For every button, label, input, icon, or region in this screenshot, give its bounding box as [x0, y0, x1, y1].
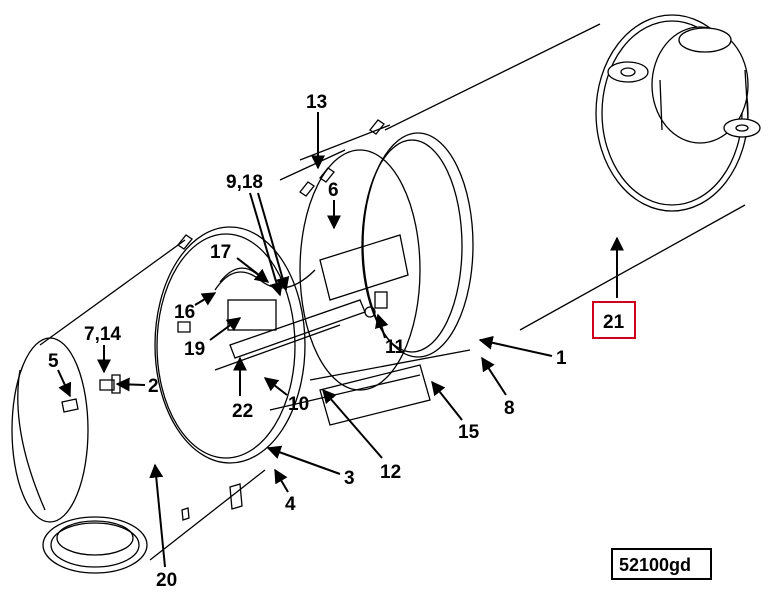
callout-16: 16	[174, 302, 195, 323]
front-flange-ring	[154, 226, 306, 464]
callout-15: 15	[458, 422, 480, 443]
outlet-pipe	[651, 26, 749, 144]
callout-21-highlight-box	[592, 301, 636, 339]
callout-17: 17	[210, 242, 231, 263]
callout-5: 5	[48, 351, 59, 372]
callout-22: 22	[232, 401, 253, 422]
callout-21: 21	[603, 312, 625, 333]
front-body-outline	[39, 239, 266, 561]
callout-6: 6	[328, 180, 339, 201]
callout-4: 4	[285, 494, 296, 515]
clamp-band-mid	[299, 149, 421, 391]
callout-3: 3	[344, 468, 355, 489]
clamp-band-front	[362, 132, 474, 358]
sensor-bracket	[227, 299, 277, 331]
callout-8: 8	[504, 398, 515, 419]
figure-reference: 52100gd	[611, 548, 712, 580]
callout-13: 13	[306, 92, 327, 113]
callout-labels: 13 6 9,18 17 16 19 22 10 11 1 8 15 12 3 …	[48, 92, 636, 591]
callout-11: 11	[385, 337, 406, 358]
fitting-2	[99, 374, 121, 394]
callout-12: 12	[380, 462, 401, 483]
fitting-16	[177, 321, 191, 333]
rear-body-outline	[384, 23, 746, 331]
callout-1: 1	[556, 348, 567, 369]
callout-10: 10	[288, 394, 309, 415]
callout-20: 20	[156, 570, 177, 591]
callout-9-18: 9,18	[226, 172, 263, 193]
figure-reference-code: 52100gd	[619, 555, 691, 575]
fitting-5	[61, 398, 79, 413]
callout-7-14: 7,14	[84, 324, 121, 345]
stud-4	[229, 483, 243, 510]
muffler-assembly-drawing	[11, 14, 761, 574]
front-end-cap	[11, 337, 89, 523]
callout-arrows	[57, 112, 624, 568]
inlet-pipe	[42, 516, 148, 574]
callout-2: 2	[148, 376, 159, 397]
callout-19: 19	[184, 339, 205, 360]
